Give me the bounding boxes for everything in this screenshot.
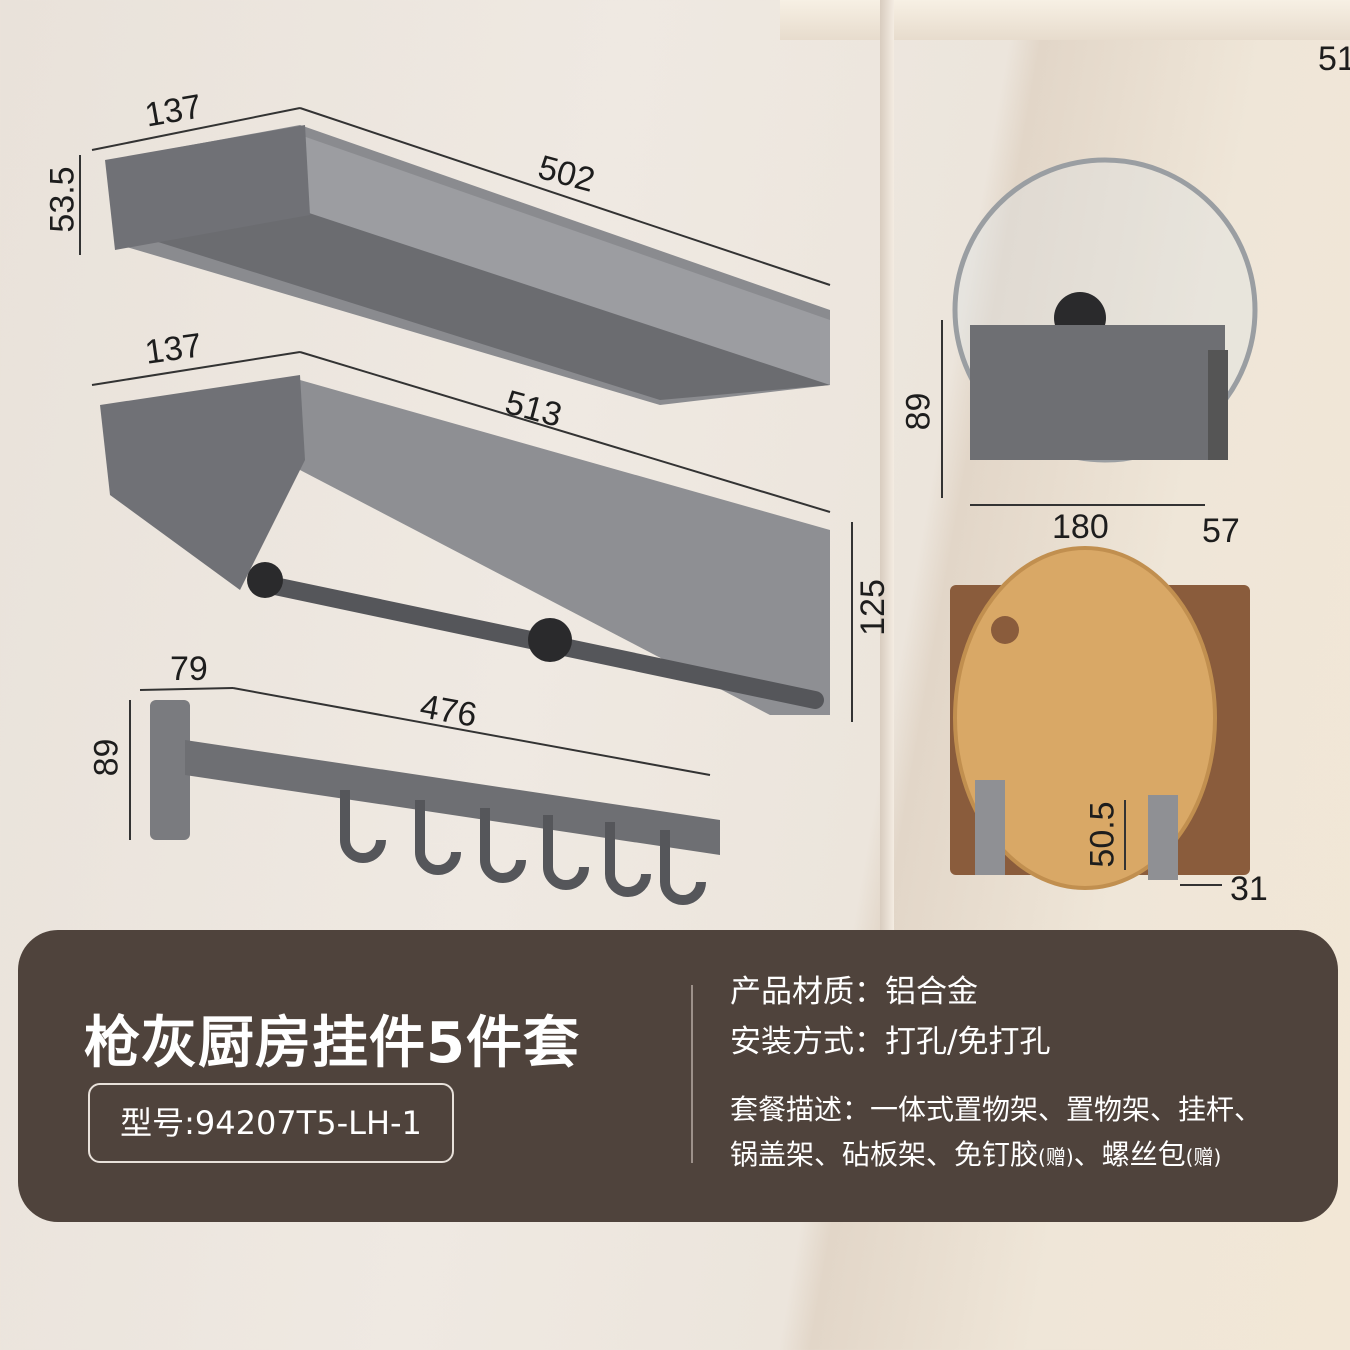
dim-lid-depth: 57 — [1202, 512, 1240, 550]
product-illustration — [79, 107, 1258, 905]
hook-shelf — [100, 375, 830, 715]
dim-shelf-height: 53.5 — [43, 166, 82, 233]
dim-corner: 51 — [1318, 40, 1350, 78]
model-number: 型号:94207T5-LH-1 — [88, 1083, 454, 1163]
spec-package-2: 锅盖架、砧板架、免钉胶(赠)、螺丝包(赠) — [730, 1133, 1221, 1173]
dim-rail-depth: 79 — [170, 650, 208, 688]
dim-rack-depth: 137 — [142, 326, 205, 372]
package-items: 、螺丝包 — [1073, 1138, 1186, 1171]
wall-corner — [880, 0, 894, 930]
spec-package-1: 套餐描述：一体式置物架、置物架、挂杆、 — [730, 1093, 1263, 1126]
gift-tag: (赠) — [1185, 1145, 1222, 1169]
dim-board-depth: 31 — [1230, 870, 1268, 908]
ceiling — [780, 0, 1350, 40]
package-items: 锅盖架、砧板架、免钉胶 — [730, 1138, 1039, 1171]
cutting-board-rack — [950, 546, 1250, 890]
hook-rail — [150, 700, 720, 905]
divider — [691, 985, 693, 1163]
lid-rack — [952, 157, 1258, 463]
dimension-lines — [79, 107, 1222, 886]
product-title: 枪灰厨房挂件5件套 — [84, 1011, 580, 1076]
dim-lid-height: 89 — [899, 392, 938, 431]
dim-rack-height: 125 — [853, 579, 892, 636]
dim-board-height: 50.5 — [1083, 801, 1122, 868]
gift-tag: (赠) — [1038, 1145, 1074, 1169]
info-panel: 枪灰厨房挂件5件套 型号:94207T5-LH-1 产品材质：铝合金 安装方式：… — [18, 930, 1338, 1222]
dim-lid-width: 180 — [1052, 508, 1109, 546]
wall-shelf — [105, 125, 830, 405]
dim-rail-height: 89 — [87, 738, 126, 777]
spec-material: 产品材质：铝合金 — [730, 974, 978, 1010]
spec-install: 安装方式：打孔/免打孔 — [730, 1024, 1051, 1060]
